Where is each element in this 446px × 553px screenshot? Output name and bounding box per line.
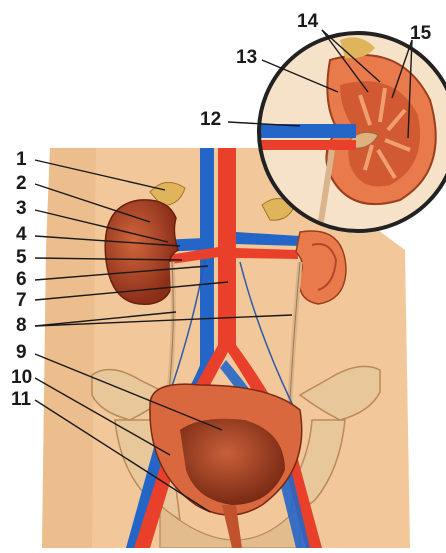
- label-2: 2: [16, 174, 27, 193]
- label-3: 3: [16, 199, 27, 218]
- label-11: 11: [11, 390, 31, 409]
- label-13: 13: [236, 48, 257, 67]
- kidney-left: [105, 200, 178, 304]
- torso-shadow-left: [42, 148, 96, 548]
- label-12: 12: [200, 110, 221, 129]
- label-15: 15: [410, 24, 431, 43]
- label-7: 7: [16, 291, 27, 310]
- kidney-right: [296, 231, 346, 304]
- label-8: 8: [16, 316, 27, 335]
- label-6: 6: [16, 270, 27, 289]
- label-10: 10: [11, 368, 32, 387]
- label-9: 9: [16, 343, 27, 362]
- label-1: 1: [16, 150, 27, 169]
- label-4: 4: [16, 225, 27, 244]
- label-5: 5: [16, 248, 27, 267]
- label-14: 14: [297, 12, 318, 31]
